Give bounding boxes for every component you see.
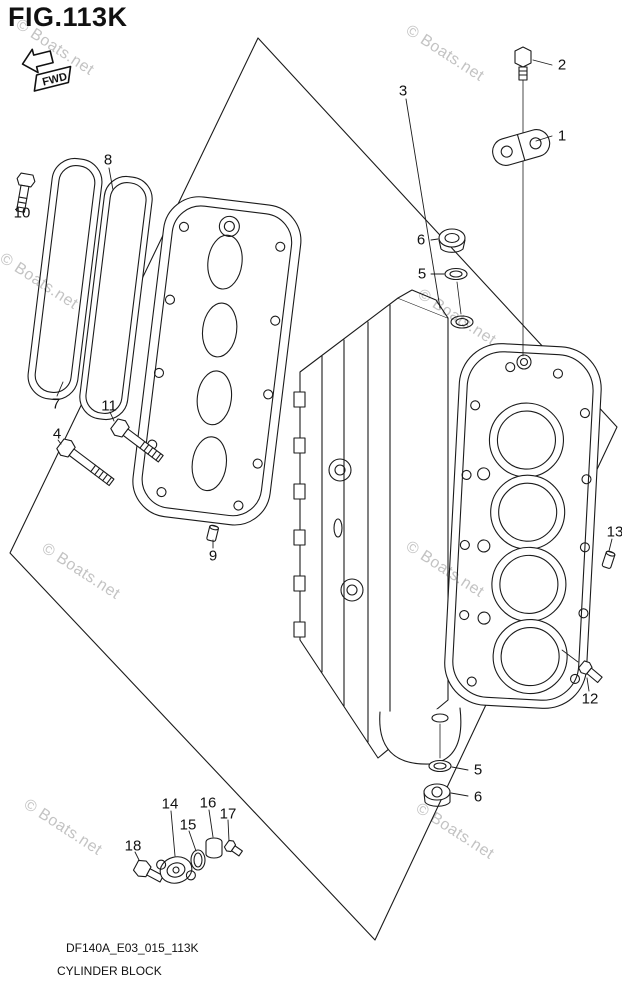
gasket-7-drawing — [27, 157, 103, 401]
callout-11: 11 — [101, 397, 117, 415]
callout-10: 10 — [13, 204, 31, 222]
pin-13-drawing — [601, 550, 616, 569]
callout-6-bottom: 6 — [473, 788, 483, 806]
bracket-1-drawing — [492, 129, 551, 166]
leader-lines — [56, 59, 613, 861]
fwd-label: FWD — [41, 71, 68, 89]
callout-12: 12 — [581, 690, 599, 708]
callout-1: 1 — [557, 127, 567, 145]
plug-6-bottom-drawing — [423, 783, 451, 807]
ring-15-drawing — [190, 849, 206, 871]
callout-4: 4 — [52, 425, 62, 443]
washer-5-bottom-drawing — [428, 723, 452, 773]
flange-14-drawing — [156, 856, 196, 884]
head-cover-drawing — [132, 196, 302, 526]
diagram-title: CYLINDER BLOCK — [57, 964, 162, 978]
bolt-4-drawing — [56, 438, 115, 487]
bolt-18-drawing — [132, 859, 164, 883]
callout-5-top: 5 — [417, 265, 427, 283]
callout-7: 7 — [51, 395, 61, 413]
callout-3: 3 — [398, 82, 408, 100]
callout-14: 14 — [161, 795, 179, 813]
fwd-arrow-icon: FWD — [21, 48, 72, 92]
callout-15: 15 — [179, 816, 197, 834]
gasket-8-drawing — [79, 175, 153, 421]
plug-6-top-drawing — [438, 228, 466, 253]
diagram-part-code: DF140A_E03_015_113K — [66, 941, 199, 955]
bolt-10-drawing — [15, 172, 36, 213]
bolt-2-drawing — [514, 46, 532, 357]
callout-18: 18 — [124, 837, 142, 855]
pin-9-drawing — [206, 524, 220, 542]
fwd-indicator: FWD — [20, 40, 76, 99]
anode-cover-cluster-drawing — [132, 837, 243, 884]
callout-8: 8 — [103, 151, 113, 169]
bolt-12-drawing — [561, 649, 603, 684]
callout-5-bottom: 5 — [473, 761, 483, 779]
figure-title: FIG.113K — [8, 2, 128, 32]
washer-5-top-drawing — [444, 267, 468, 315]
cylinder-block-drawing — [293, 289, 602, 765]
callout-6-top: 6 — [416, 231, 426, 249]
callout-17: 17 — [219, 805, 237, 823]
callout-16: 16 — [199, 794, 217, 812]
bolt-11-drawing — [110, 418, 164, 463]
callout-13: 13 — [606, 523, 622, 541]
callout-2: 2 — [557, 56, 567, 74]
cap-16-drawing — [205, 837, 223, 859]
callout-9: 9 — [208, 547, 218, 565]
screw-17-drawing — [223, 839, 243, 857]
